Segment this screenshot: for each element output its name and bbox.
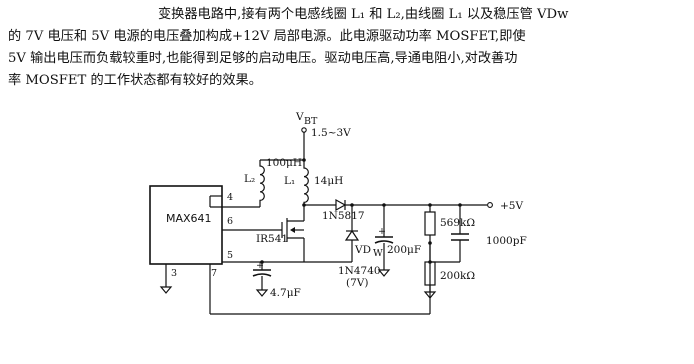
resistor-top: 569kΩ	[424, 205, 475, 262]
cap-ff-value: 1000pF	[486, 235, 527, 247]
output-label: +5V	[500, 200, 523, 212]
cap-out-value: 200μF	[387, 244, 421, 256]
pin-3: 3	[171, 268, 177, 279]
svg-text:+: +	[256, 260, 264, 271]
capacitor-1000p: 1000pF	[430, 205, 527, 263]
l2-value: 100μH	[266, 157, 302, 169]
resistor-bottom: 200kΩ	[423, 261, 475, 299]
svg-text:+: +	[378, 226, 386, 237]
vbt-label: V	[295, 111, 304, 123]
l1-label: L₁	[284, 175, 295, 187]
zener-sub: W	[373, 248, 383, 259]
chip-label: MAX641	[166, 212, 212, 225]
l2-label: L₂	[244, 173, 255, 185]
mosfet-label: IR541	[256, 233, 288, 245]
r-bottom-value: 200kΩ	[440, 270, 475, 282]
r-top-value: 569kΩ	[440, 217, 475, 229]
vbt-terminal: V BT 1.5~3V	[295, 111, 351, 160]
l1-value: 14μH	[314, 175, 343, 187]
pin-5: 5	[227, 250, 233, 261]
inductor-l2: 100μH L₂	[244, 157, 302, 207]
text-line-3: 5V 输出电压而负载较重时,也能得到足够的启动电压。驱动电压高,导通电阻小,对改…	[8, 51, 518, 66]
max641-chip: MAX641 4 6 5 3 7	[149, 185, 233, 279]
cap-in-value: 4.7μF	[270, 287, 301, 299]
text-line-2: 的 7V 电压和 5V 电源的电压叠加构成+12V 局部电源。此电源驱动功率 M…	[8, 29, 526, 44]
text-line-1: 变换器电路中,接有两个电感线圈 L₁ 和 L₂,由线圈 L₁ 以及稳压管 VDw	[158, 7, 569, 22]
vbt-sub: BT	[304, 116, 318, 127]
pin-7: 7	[211, 268, 217, 279]
mosfet-ir541: IR541	[256, 214, 305, 262]
pin-4: 4	[227, 192, 233, 203]
zener-part: 1N4740	[338, 265, 381, 277]
capacitor-200u: + 200μF	[374, 205, 421, 277]
vbt-range: 1.5~3V	[311, 127, 351, 139]
description-paragraph: 变换器电路中,接有两个电感线圈 L₁ 和 L₂,由线圈 L₁ 以及稳压管 VDw…	[8, 4, 688, 92]
output-terminal: +5V	[487, 200, 523, 212]
diode-1n5817: 1N5817	[304, 198, 487, 222]
zener-voltage: (7V)	[346, 277, 368, 289]
zener-vdw: VD W 1N4740 (7V)	[304, 205, 383, 289]
zener-label: VD	[354, 244, 371, 256]
text-line-4: 率 MOSFET 的工作状态都有较好的效果。	[8, 73, 262, 88]
inductor-l1: L₁ 14μH	[284, 160, 343, 206]
pin-6: 6	[227, 216, 233, 227]
capacitor-4u7: + 4.7μF	[252, 260, 301, 299]
diode-label: 1N5817	[322, 210, 365, 222]
